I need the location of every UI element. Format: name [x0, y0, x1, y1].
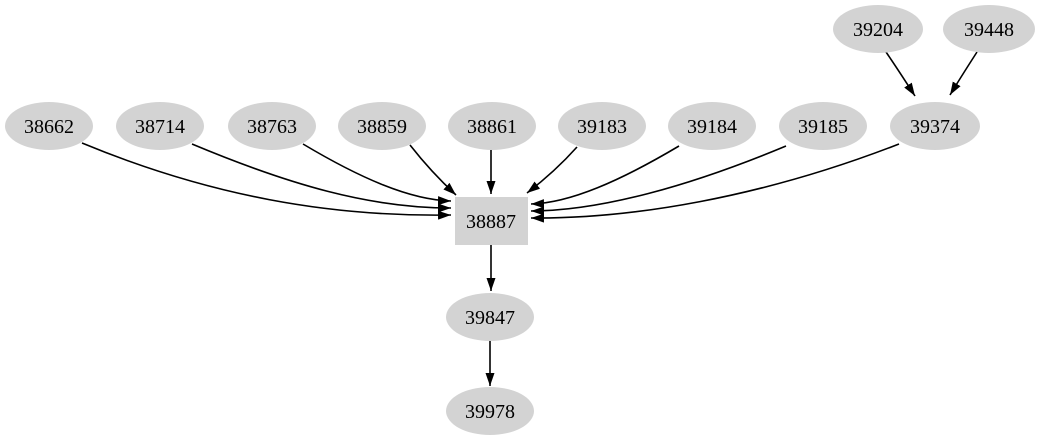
edge-39183-38887 — [526, 146, 578, 194]
node-39183-label: 39183 — [577, 116, 627, 138]
node-39184-shape — [668, 102, 756, 150]
edge-layer — [81, 51, 978, 386]
node-39204: 39204 — [833, 5, 923, 53]
node-38859: 38859 — [338, 102, 426, 150]
node-38887-shape — [455, 197, 528, 245]
edge-39374-38887 — [530, 143, 900, 223]
node-38859-shape — [338, 102, 426, 150]
node-39183: 39183 — [558, 102, 646, 150]
node-38763-label: 38763 — [247, 116, 297, 138]
node-38714-shape — [116, 102, 204, 150]
edge-38859-38887 — [409, 144, 457, 196]
edge-39184-38887 — [530, 145, 680, 209]
node-39204-label: 39204 — [853, 19, 903, 41]
node-38714: 38714 — [116, 102, 204, 150]
node-39847-shape — [446, 293, 534, 341]
node-39374: 39374 — [890, 102, 980, 150]
edge-39185-38887 — [530, 145, 787, 216]
node-38714-label: 38714 — [135, 116, 185, 138]
node-39847-label: 39847 — [465, 307, 515, 329]
node-38662-shape — [5, 102, 93, 150]
edge-38763-38887 — [302, 143, 452, 206]
node-39448-label: 39448 — [964, 19, 1014, 41]
node-39185-shape — [779, 102, 867, 150]
node-39184-label: 39184 — [687, 116, 737, 138]
node-layer: 38662 38714 38763 38859 38861 39183 — [5, 5, 1035, 435]
node-39185-label: 39185 — [798, 116, 848, 138]
edge-39204-39374 — [885, 51, 916, 97]
node-38662: 38662 — [5, 102, 93, 150]
node-39847: 39847 — [446, 293, 534, 341]
node-39374-shape — [890, 102, 980, 150]
edge-39448-39374 — [949, 51, 978, 96]
node-38763-shape — [228, 102, 316, 150]
node-39978: 39978 — [446, 387, 534, 435]
node-39184: 39184 — [668, 102, 756, 150]
node-39448-shape — [943, 5, 1035, 53]
node-38861: 38861 — [448, 102, 536, 150]
edge-38662-38887 — [81, 142, 452, 220]
node-38887: 38887 — [455, 197, 528, 245]
node-39374-label: 39374 — [910, 116, 960, 138]
node-38887-label: 38887 — [466, 211, 516, 233]
node-39978-shape — [446, 387, 534, 435]
node-39448: 39448 — [943, 5, 1035, 53]
node-38861-shape — [448, 102, 536, 150]
node-38859-label: 38859 — [357, 116, 407, 138]
edge-38714-38887 — [191, 143, 452, 213]
node-38861-label: 38861 — [467, 116, 517, 138]
node-38763: 38763 — [228, 102, 316, 150]
node-39183-shape — [558, 102, 646, 150]
node-38662-label: 38662 — [24, 116, 74, 138]
node-39185: 39185 — [779, 102, 867, 150]
node-39204-shape — [833, 5, 923, 53]
node-39978-label: 39978 — [465, 401, 515, 423]
